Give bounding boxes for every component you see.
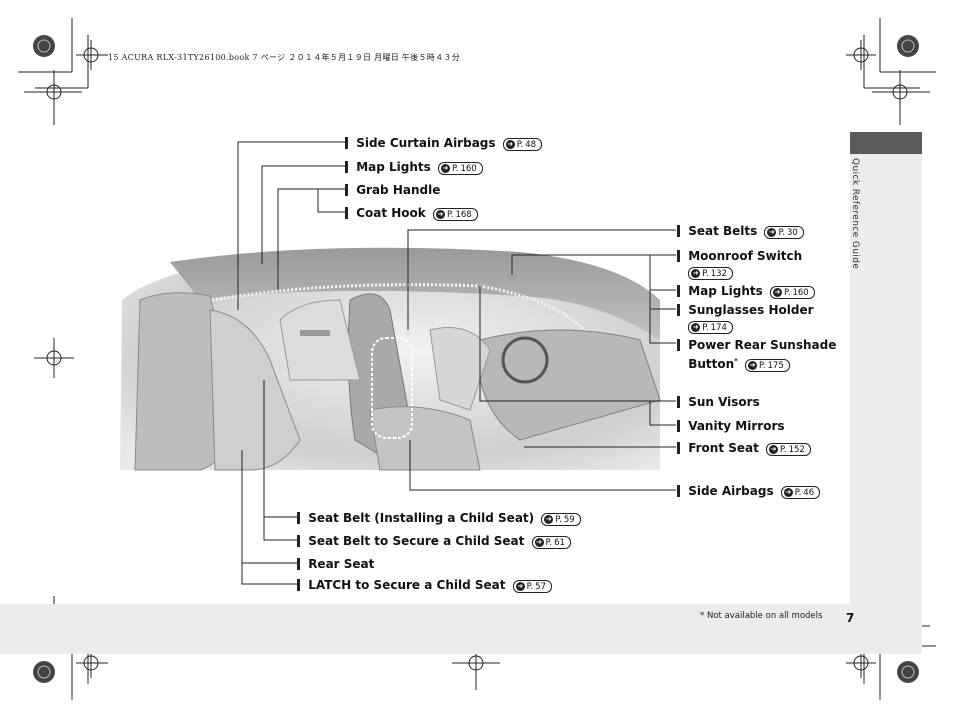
label-sun-visors: Sun Visors — [677, 395, 760, 409]
label-moonroof-switch-ref: ➜P. 132 — [677, 265, 733, 280]
label-seat-belt-installing-child-seat: Seat Belt (Installing a Child Seat) ➜P. … — [297, 511, 581, 526]
car-interior-illustration — [120, 247, 661, 471]
page-ref-link[interactable]: ➜P. 57 — [512, 580, 552, 593]
side-band — [850, 132, 922, 654]
page-ref-link[interactable]: ➜P. 46 — [780, 486, 821, 499]
arrow-right-icon: ➜ — [691, 323, 701, 332]
label-seat-belt-secure-child-seat: Seat Belt to Secure a Child Seat ➜P. 61 — [297, 534, 571, 549]
label-rear-seat: Rear Seat — [297, 557, 374, 571]
label-sunglasses-holder-ref: ➜P. 174 — [677, 319, 733, 334]
arrow-right-icon: ➜ — [783, 488, 793, 497]
page-ref-link[interactable]: ➜P. 132 — [688, 267, 733, 280]
label-grab-handle: Grab Handle — [345, 183, 440, 197]
page-ref-link[interactable]: ➜P. 168 — [432, 208, 478, 221]
label-moonroof-switch: Moonroof Switch — [677, 249, 802, 263]
arrow-right-icon: ➜ — [767, 228, 777, 237]
label-side-curtain-airbags: Side Curtain Airbags ➜P. 48 — [345, 136, 543, 151]
registration-target-icon — [33, 35, 55, 57]
arrow-right-icon: ➜ — [748, 361, 757, 370]
page-ref-link[interactable]: ➜P. 175 — [745, 359, 790, 372]
section-tab-label: Quick Reference Guide — [850, 158, 860, 270]
label-power-rear-sunshade-button: Button* ➜P. 175 — [677, 354, 790, 372]
arrow-right-icon: ➜ — [440, 164, 450, 173]
label-coat-hook: Coat Hook ➜P. 168 — [345, 206, 478, 221]
arrow-right-icon: ➜ — [435, 210, 445, 219]
page-ref-link[interactable]: ➜P. 48 — [502, 138, 543, 151]
label-front-seat: Front Seat ➜P. 152 — [677, 441, 811, 456]
arrow-right-icon: ➜ — [769, 445, 779, 454]
leader-lines — [237, 141, 676, 585]
label-map-lights-rear: Map Lights ➜P. 160 — [345, 160, 483, 175]
section-tab[interactable] — [850, 132, 922, 154]
label-map-lights-front: Map Lights ➜P. 160 — [677, 284, 815, 299]
label-vanity-mirrors: Vanity Mirrors — [677, 419, 784, 433]
registration-target-icon — [897, 661, 919, 683]
arrow-right-icon: ➜ — [772, 288, 782, 297]
crop-mark-top-left — [18, 18, 108, 125]
file-info-header: 15 ACURA RLX-31TY26100.book 7 ページ ２０１４年５… — [108, 53, 460, 62]
page-ref-link[interactable]: ➜P. 61 — [531, 536, 571, 549]
page-ref-link[interactable]: ➜P. 160 — [437, 162, 483, 175]
arrow-right-icon: ➜ — [544, 515, 554, 524]
label-seat-belts: Seat Belts ➜P. 30 — [677, 224, 804, 239]
registration-target-icon — [33, 661, 55, 683]
label-power-rear-sunshade: Power Rear Sunshade — [677, 338, 836, 352]
page-ref-link[interactable]: ➜P. 152 — [766, 443, 811, 456]
footnote: * Not available on all models — [700, 611, 823, 621]
registration-target-icon — [897, 35, 919, 57]
page-ref-link[interactable]: ➜P. 59 — [541, 513, 581, 526]
footer-band — [0, 604, 922, 654]
label-sunglasses-holder: Sunglasses Holder — [677, 303, 813, 317]
crop-mark-top-right — [846, 18, 936, 125]
arrow-right-icon: ➜ — [691, 269, 701, 278]
arrow-right-icon: ➜ — [534, 538, 544, 547]
arrow-right-icon: ➜ — [505, 140, 515, 149]
page-ref-link[interactable]: ➜P. 30 — [764, 226, 804, 239]
page-ref-link[interactable]: ➜P. 174 — [688, 321, 733, 334]
label-latch: LATCH to Secure a Child Seat ➜P. 57 — [297, 578, 552, 593]
page-number: 7 — [846, 611, 855, 625]
label-side-airbags: Side Airbags ➜P. 46 — [677, 484, 821, 499]
arrow-right-icon: ➜ — [515, 582, 525, 591]
page-ref-link[interactable]: ➜P. 160 — [769, 286, 815, 299]
